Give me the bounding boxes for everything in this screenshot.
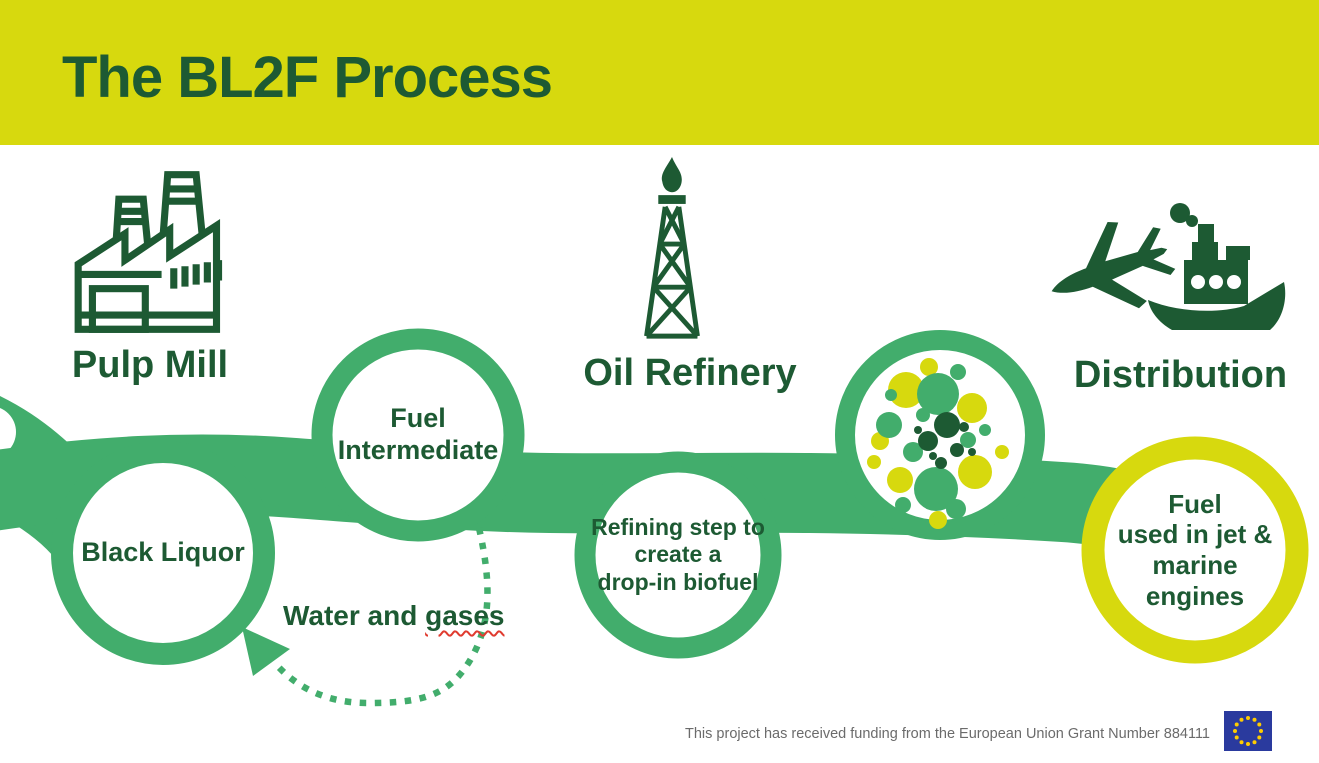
node-circle-fuel-intermediate: [311, 328, 525, 542]
stage-label-oil-refinery: Oil Refinery: [583, 352, 797, 394]
factory-icon: [74, 171, 223, 333]
node-circle-fuel-engines: [1081, 436, 1309, 664]
stage-label-distribution: Distribution: [1073, 354, 1288, 396]
funding-statement: This project has received funding from t…: [685, 726, 1210, 742]
oil-derrick-icon: [644, 156, 700, 339]
stage-label-pulp-mill: Pulp Mill: [71, 344, 229, 386]
cargo-ship-icon: [1148, 203, 1286, 330]
band-left-notch: [0, 408, 16, 456]
node-label-black-liquor: Black Liquor: [81, 537, 245, 568]
distribution-icons: [1051, 203, 1286, 330]
annotation-underlined-word: gases: [425, 600, 505, 631]
annotation-text: Water and: [283, 600, 426, 631]
page-title: The BL2F Process: [62, 45, 553, 110]
node-label-refining-step: Refining step to create a drop-in biofue…: [591, 514, 765, 595]
bl2f-droplet-logo-icon: [867, 358, 1009, 529]
node-label-fuel-intermediate: Fuel Intermediate: [337, 403, 499, 465]
node-circle-refining-step: [574, 451, 782, 659]
eu-flag-icon: [1224, 711, 1272, 751]
water-gases-dotted-arc: [271, 527, 491, 707]
node-circle-black-liquor: [51, 441, 275, 665]
airplane-icon: [1051, 221, 1176, 309]
node-label-fuel-engines: Fuel used in jet & marine engines: [1117, 488, 1273, 611]
arrowhead-icon: [242, 627, 290, 676]
header-band: The BL2F Process: [0, 0, 1319, 145]
water-and-gases-annotation: Water and gases: [283, 600, 505, 632]
